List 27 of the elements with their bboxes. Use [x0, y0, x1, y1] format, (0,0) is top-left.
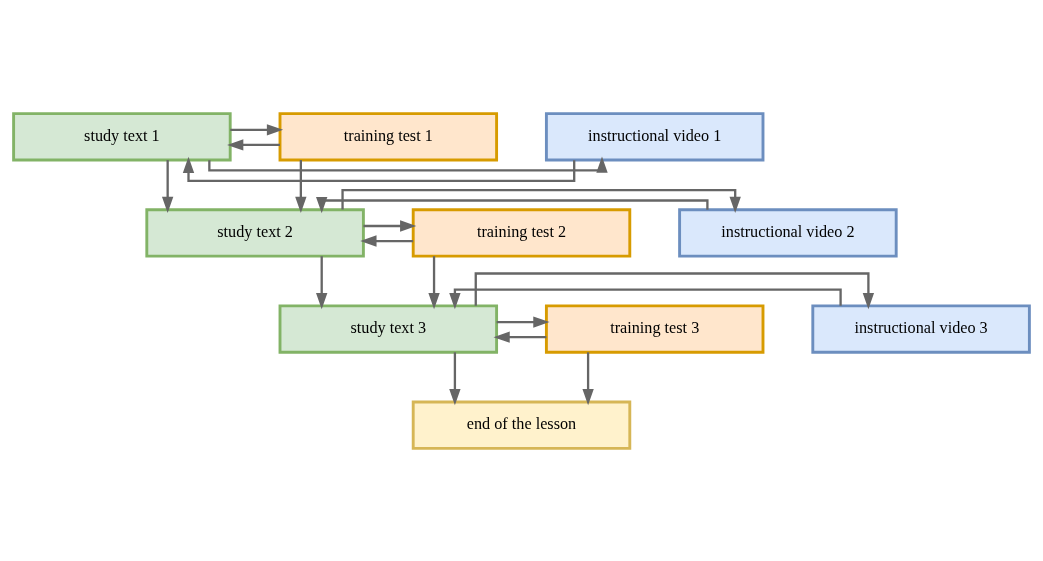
arrow — [496, 315, 550, 328]
arrow — [363, 219, 417, 232]
arrow — [428, 255, 440, 309]
arrow — [182, 156, 576, 182]
arrow — [341, 188, 741, 213]
node-box: study text 3 — [278, 303, 499, 354]
node-box: end of the lesson — [411, 400, 632, 450]
arrow — [316, 196, 709, 213]
arrow — [227, 138, 280, 151]
arrow — [295, 159, 307, 213]
arrow — [161, 159, 174, 213]
node-box: instructional video 2 — [678, 207, 898, 258]
arrow — [493, 331, 547, 343]
node-box: training test 2 — [411, 207, 632, 258]
arrow — [360, 234, 414, 247]
arrow — [208, 156, 608, 173]
arrow — [474, 271, 875, 309]
node-box: training test 1 — [278, 111, 499, 161]
arrow — [316, 255, 328, 309]
arrow — [449, 351, 461, 405]
node-box: instructional video 3 — [811, 303, 1031, 354]
arrow — [582, 351, 594, 405]
node-box: study text 2 — [145, 207, 365, 258]
arrow — [230, 123, 284, 136]
node-box: training test 3 — [544, 303, 765, 354]
node-box: study text 1 — [12, 111, 232, 161]
node-box: instructional video 1 — [544, 111, 765, 161]
